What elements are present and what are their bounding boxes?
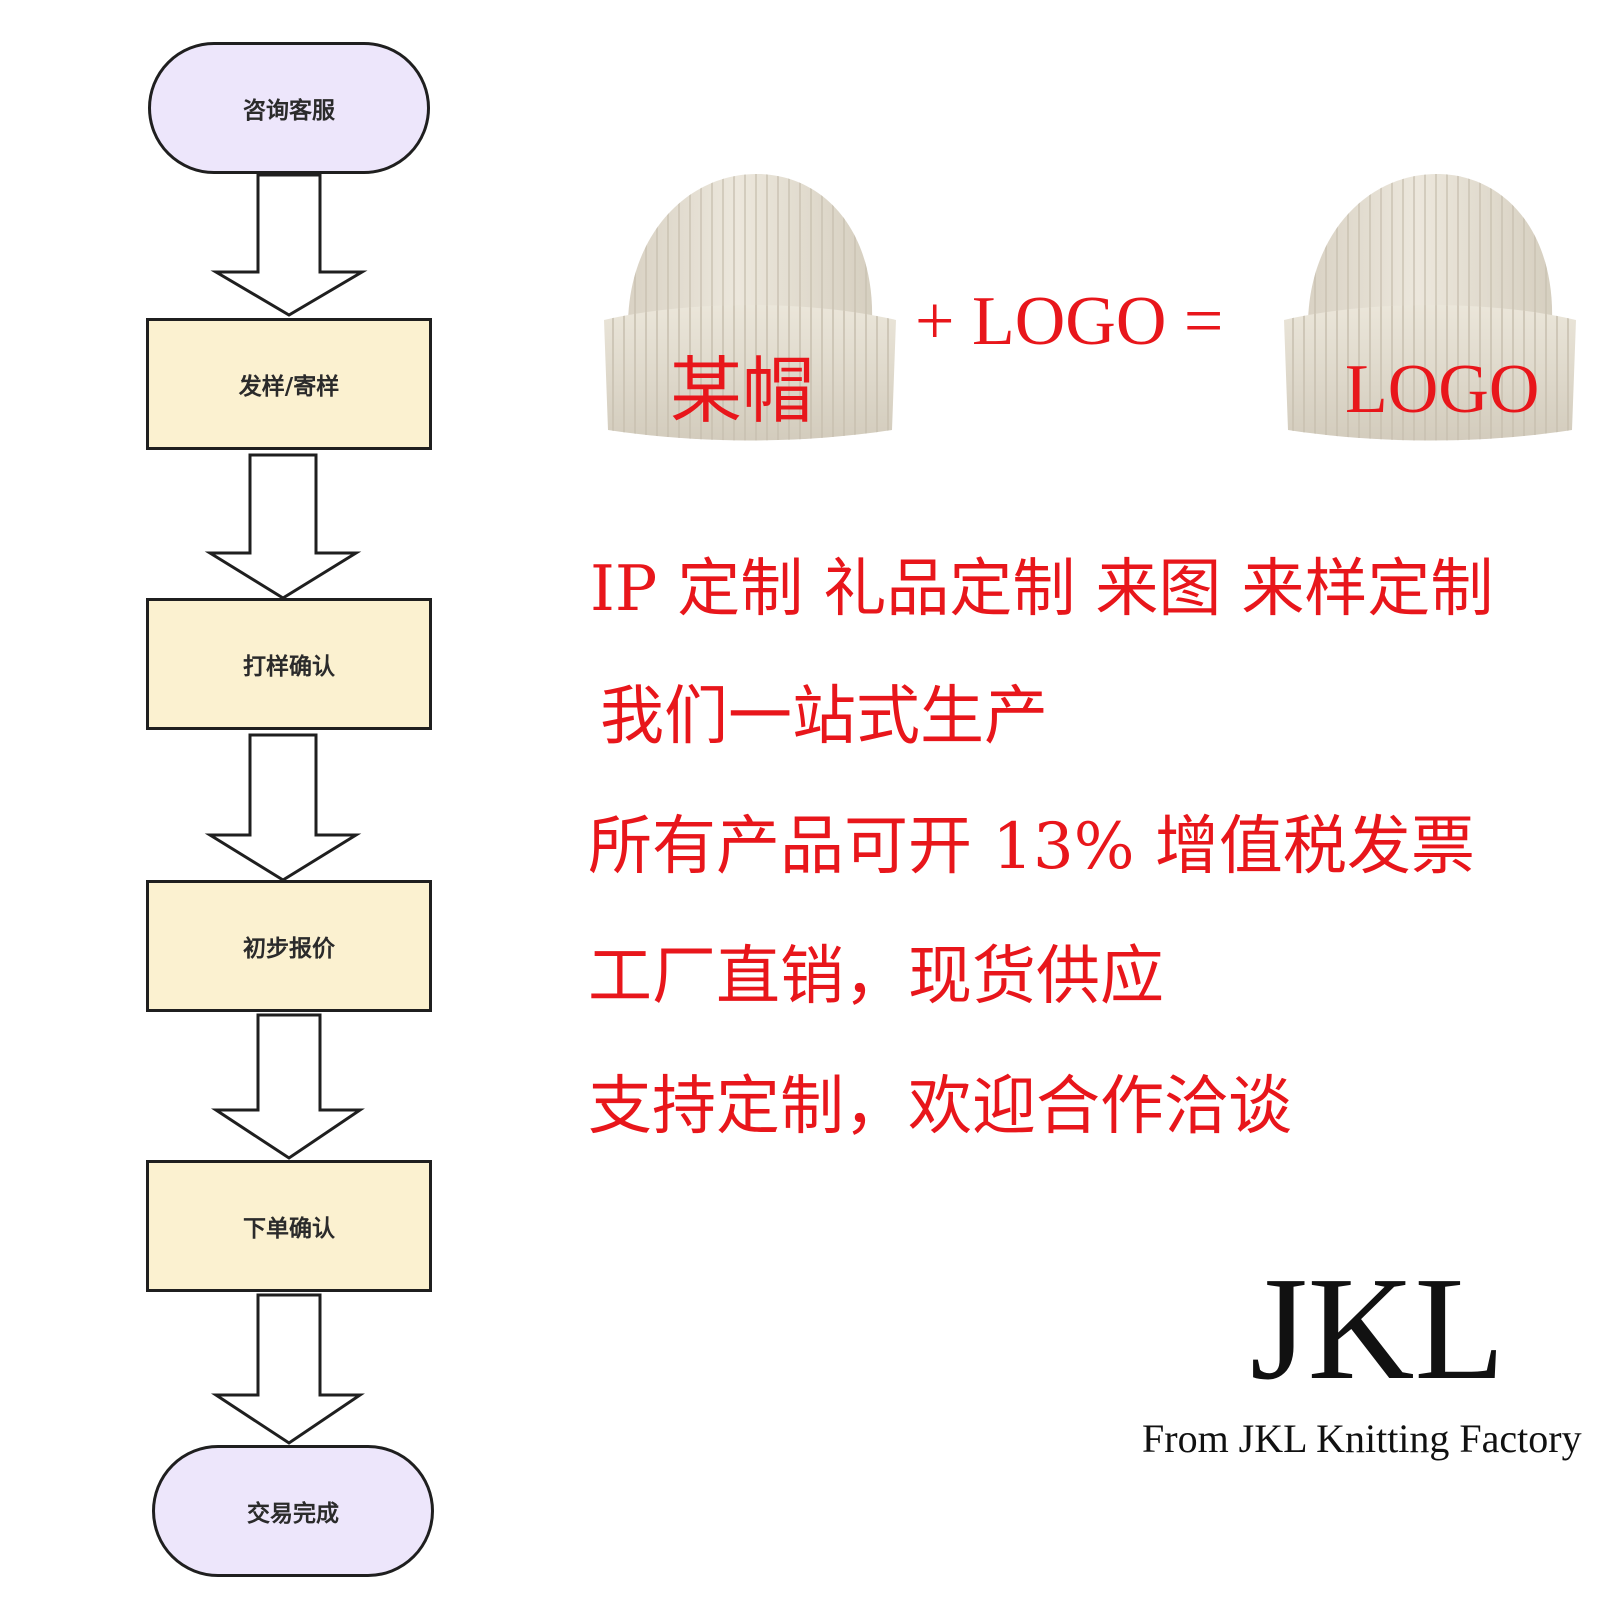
feature-line-customization: IP 定制 礼品定制 来图 来样定制 bbox=[590, 552, 1494, 625]
hat-label-right: LOGO bbox=[1345, 351, 1540, 428]
flow-arrow-5 bbox=[210, 1293, 365, 1445]
flow-step-quote: 初步报价 bbox=[146, 880, 432, 1012]
flow-arrows bbox=[204, 173, 368, 1445]
feature-line-factory-direct: 工厂直销，现货供应 bbox=[588, 940, 1164, 1014]
beanie-hat-image-left bbox=[604, 173, 896, 441]
flow-arrow-4 bbox=[210, 1013, 365, 1160]
flow-step-confirm-order: 下单确认 bbox=[146, 1160, 432, 1292]
flow-step-label: 打样确认 bbox=[243, 654, 335, 680]
flow-step-confirm-sample: 打样确认 bbox=[146, 598, 432, 730]
brand-logo: JKL bbox=[1250, 1247, 1505, 1411]
flow-arrow-1 bbox=[210, 173, 368, 317]
flow-step-consult: 咨询客服 bbox=[148, 42, 430, 174]
flow-step-label: 初步报价 bbox=[243, 936, 335, 962]
feature-line-cooperation: 支持定制，欢迎合作洽谈 bbox=[588, 1070, 1292, 1144]
formula-text: + LOGO = bbox=[915, 283, 1224, 360]
flow-step-label: 下单确认 bbox=[243, 1216, 335, 1242]
flow-step-label: 发样/寄样 bbox=[238, 374, 340, 400]
flow-step-label: 咨询客服 bbox=[243, 98, 335, 124]
brand-tagline: From JKL Knitting Factory bbox=[1142, 1416, 1582, 1461]
feature-line-one-stop: 我们一站式生产 bbox=[600, 680, 1048, 754]
beanie-hat-image-right bbox=[1284, 173, 1576, 441]
flow-arrow-2 bbox=[204, 453, 362, 600]
flow-arrow-3 bbox=[204, 733, 362, 882]
flow-step-send-sample: 发样/寄样 bbox=[146, 318, 432, 450]
flow-step-complete: 交易完成 bbox=[152, 1445, 434, 1577]
flow-step-label: 交易完成 bbox=[247, 1501, 339, 1527]
feature-line-invoice: 所有产品可开 13% 增值税发票 bbox=[588, 810, 1475, 884]
hat-label-left: 某帽 bbox=[670, 349, 815, 433]
